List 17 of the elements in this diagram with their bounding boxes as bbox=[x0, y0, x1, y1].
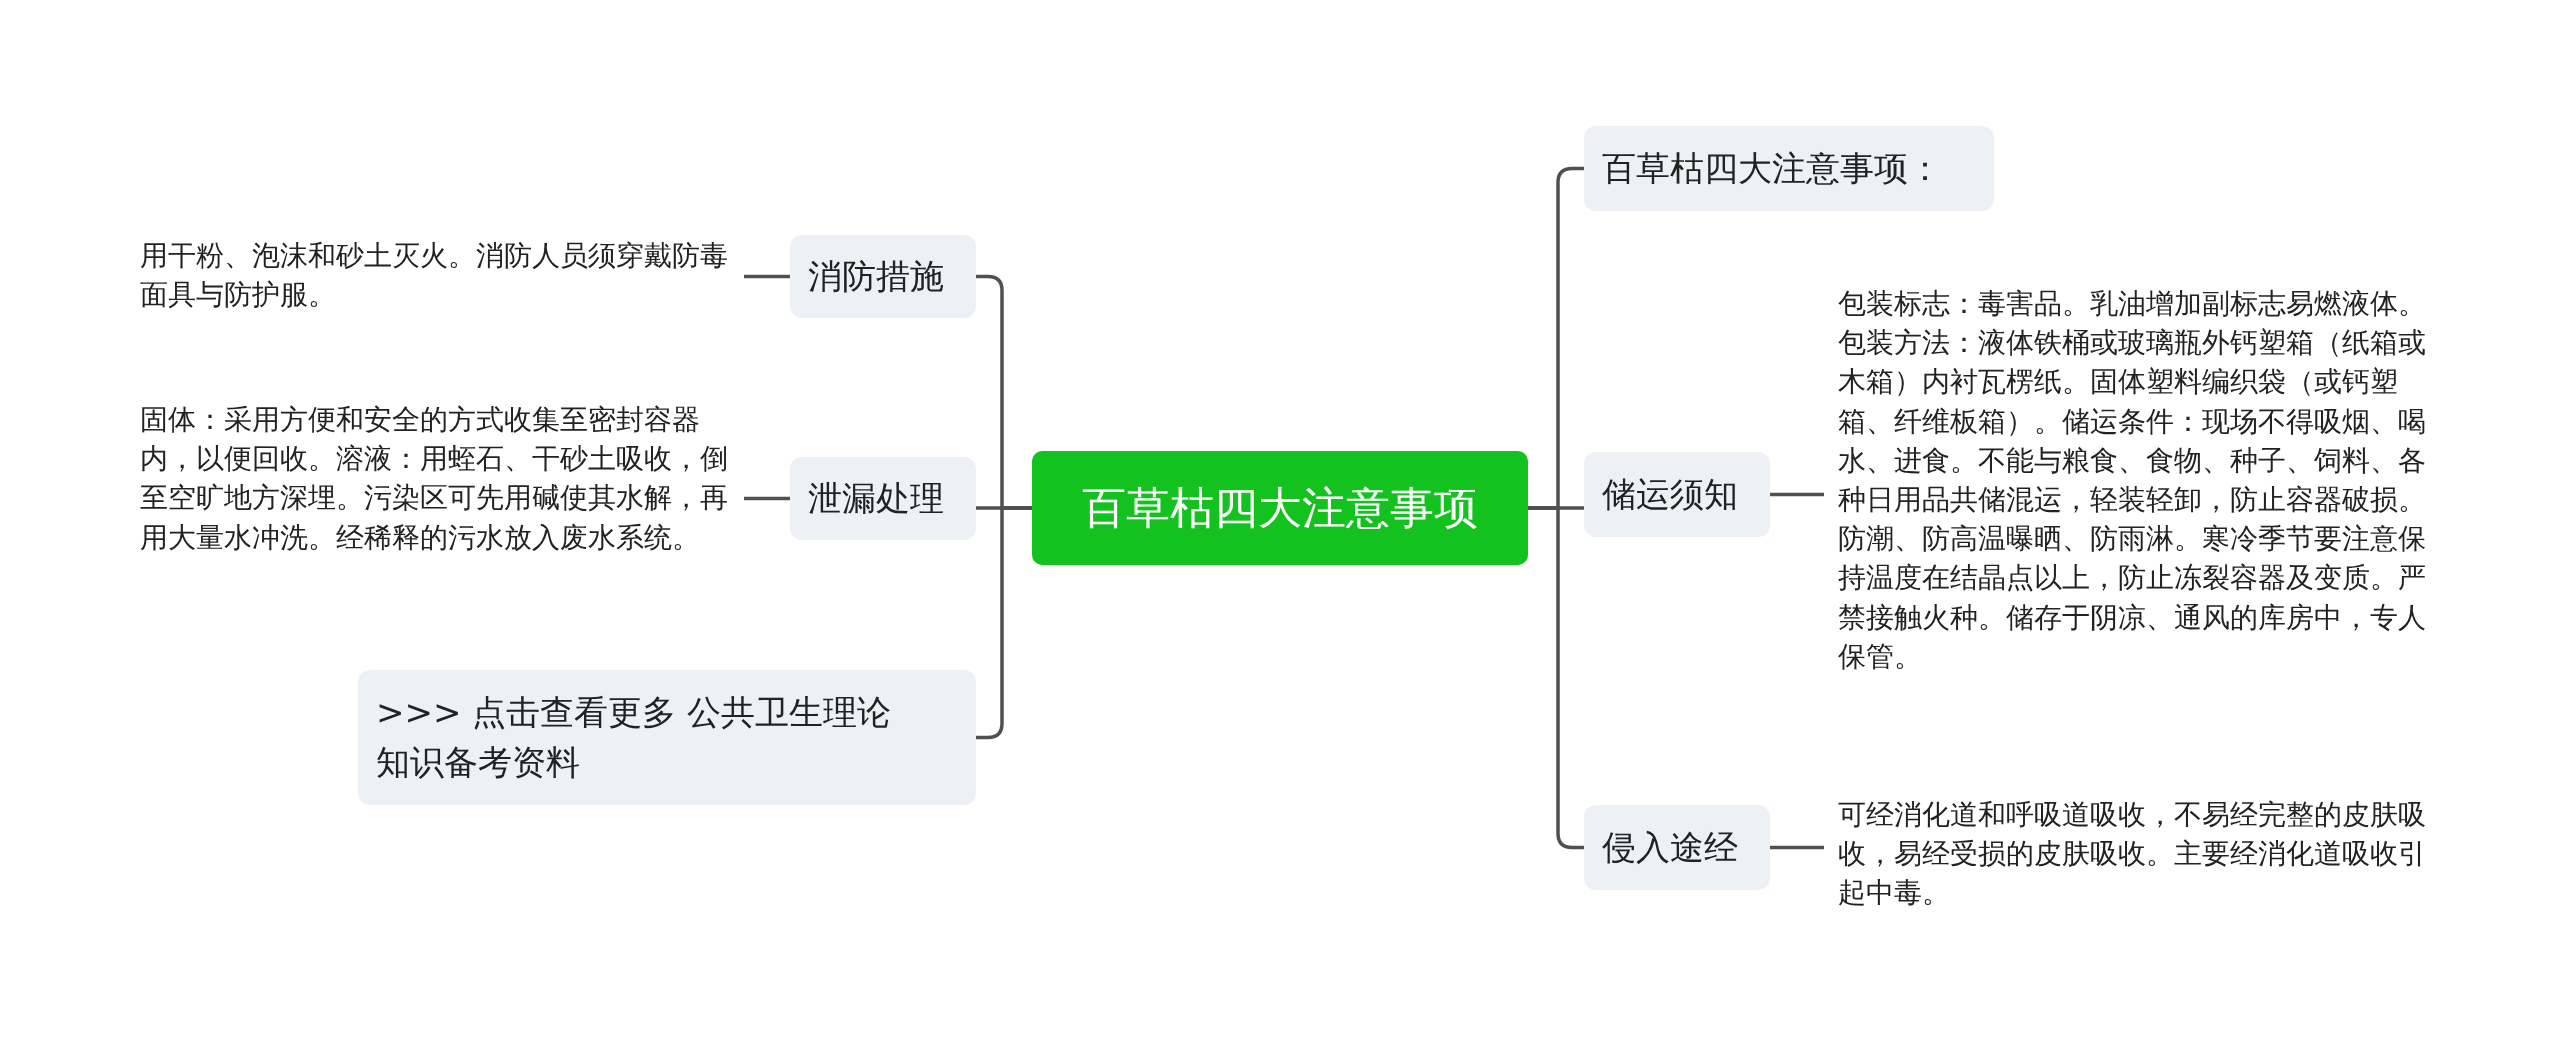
connector-line bbox=[976, 506, 1032, 740]
topic-box: 储运须知 bbox=[1584, 452, 1770, 537]
central-topic-box: 百草枯四大注意事项 bbox=[1032, 451, 1528, 565]
topic-box: 泄漏处理 bbox=[790, 457, 976, 540]
topic-box: 消防措施 bbox=[790, 235, 976, 318]
connector-line bbox=[744, 274, 790, 279]
connector-line bbox=[1770, 492, 1824, 497]
note-text: 用干粉、泡沫和砂土灭火。消防人员须穿戴防毒面具与防护服。 bbox=[140, 236, 730, 315]
connector-line bbox=[1528, 506, 1584, 850]
topic-box: 侵入途经 bbox=[1584, 805, 1770, 890]
note-text: 包装标志：毒害品。乳油增加副标志易燃液体。包装方法：液体铁桶或玻璃瓶外钙塑箱（纸箱或木箱）内衬瓦楞纸。固体塑料编织袋（或钙塑箱、纤维板箱）。储运条件：现场不得吸烟、喝水、进食。不能与粮食、食物、种子、饲料、各种日用品共储混运，轻装轻卸，防止容器破损。防潮、防高温曝晒、防雨淋。寒冷季节要注意保持温度在结晶点以上，防止冻裂容器及变质。严禁接触火种。储存于阴凉、通风的库房中，专人保管。 bbox=[1838, 284, 2438, 676]
connector-line bbox=[1770, 845, 1824, 850]
topic-box: 百草枯四大注意事项： bbox=[1584, 126, 1994, 211]
connector-line bbox=[744, 496, 790, 501]
note-text: 可经消化道和呼吸道吸收，不易经完整的皮肤吸收，易经受损的皮肤吸收。主要经消化道吸收引起中毒。 bbox=[1838, 795, 2438, 913]
topic-box: >>> 点击查看更多 公共卫生理论知识备考资料 bbox=[358, 670, 976, 805]
note-text: 固体：采用方便和安全的方式收集至密封容器内，以便回收。溶液：用蛭石、干砂土吸收，倒至空旷地方深埋。污染区可先用碱使其水解，再用大量水冲洗。经稀释的污水放入废水系统。 bbox=[140, 400, 730, 557]
